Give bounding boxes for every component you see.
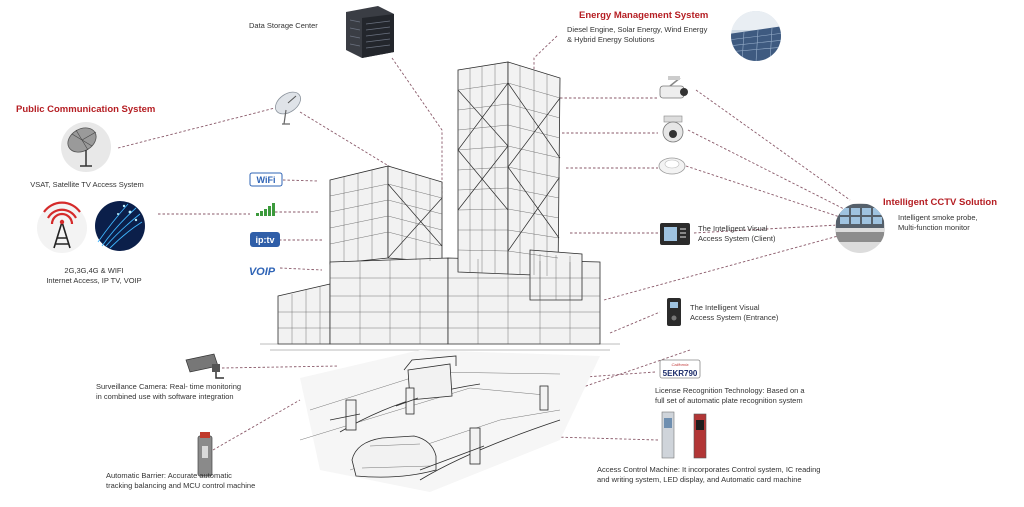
bullet-camera-icon [659,76,688,99]
dome-camera-icon [662,115,684,143]
voip-icon: VOIP [249,266,276,278]
intercom-client-icon [660,223,690,245]
parking-sketch [299,350,600,492]
mobile-internet-label: 2G,3G,4G & WIFI Internet Access, IP TV, … [46,266,142,285]
wifi-icon: WiFi [249,172,283,187]
solar-panel-icon [731,11,781,61]
surveillance-camera-label: Surveillance Camera: Real- time monitori… [96,382,242,401]
cctv-title: Intelligent CCTV Solution [883,197,997,208]
smoke-detector-icon [658,157,686,175]
visual-access-entrance-label: The Intelligent Visual Access System (En… [690,303,779,322]
public-communication-title: Public Communication System [16,104,156,115]
plate-state-label: California [672,362,690,367]
license-plate-icon: California 5EKR790 [659,359,701,379]
license-recognition-label: License Recognition Technology: Based on… [655,386,805,405]
energy-description: Diesel Engine, Solar Energy, Wind Energy… [567,25,708,44]
satellite-dish-icon [275,91,301,125]
plate-number-label: 5EKR790 [663,369,698,378]
cell-tower-icon [37,201,87,253]
surveillance-camera-icon [185,353,224,379]
control-room-icon [835,203,885,253]
data-storage-label: Data Storage Center [249,21,318,30]
vsat-label: VSAT, Satellite TV Access System [30,180,144,189]
energy-title: Energy Management System [579,10,709,21]
fiber-optic-icon [95,201,145,251]
intercom-entrance-icon [667,298,681,326]
wifi-badge-label: WiFi [257,175,276,185]
access-kiosk-icon [661,411,707,459]
building-sketch [260,61,620,351]
iptv-icon: ip:tv [250,232,280,247]
automatic-barrier-label: Automatic Barrier: Accurate automatic tr… [106,471,256,490]
voip-badge-label: VOIP [249,266,276,278]
iptv-badge-label: ip:tv [256,235,275,245]
visual-access-client-label: The Intelligent Visual Access System (Cl… [698,224,776,243]
server-rack-icon [346,6,394,58]
access-control-machine-label: Access Control Machine: It incorporates … [597,465,821,484]
signal-bars-icon [256,203,275,216]
vsat-dish-icon [61,122,111,172]
barrier-post-icon [197,432,213,477]
cctv-description: Intelligent smoke probe, Multi-function … [898,213,978,232]
